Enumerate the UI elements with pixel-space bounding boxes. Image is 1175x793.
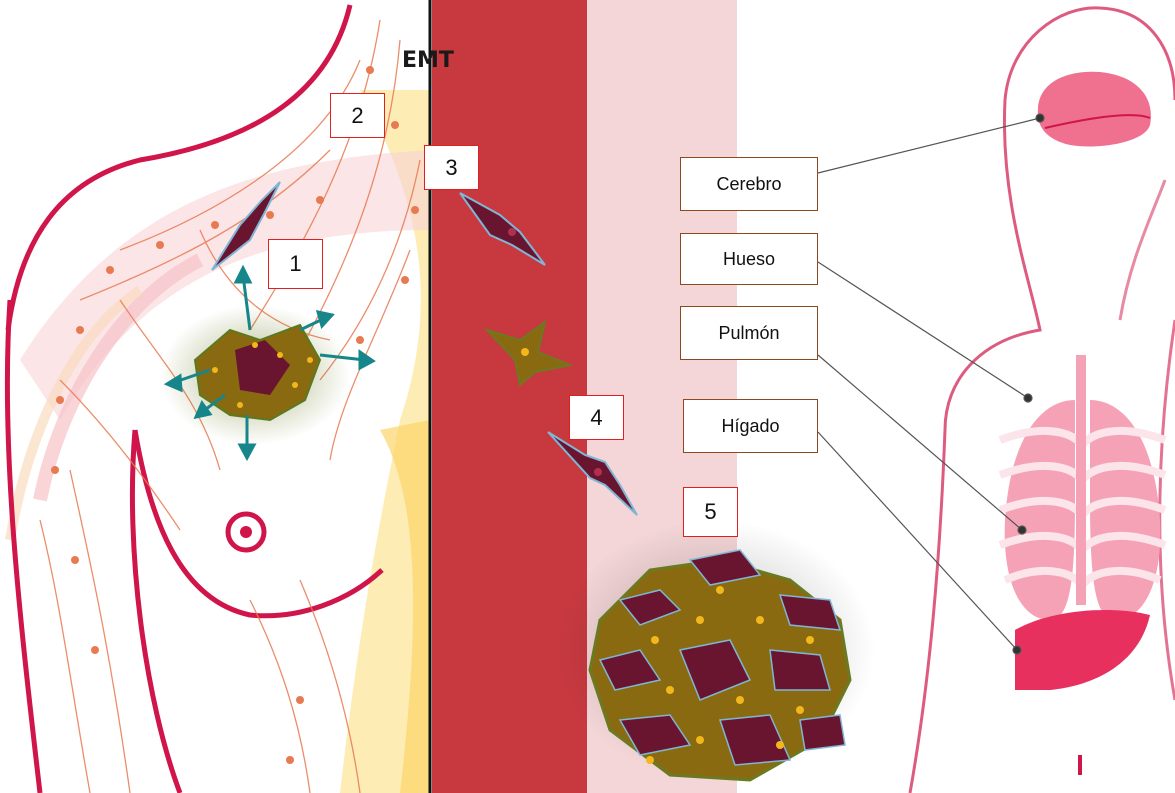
brain: [1038, 72, 1151, 147]
step-label-1: 1: [268, 239, 323, 289]
emt-label: EMT: [402, 48, 454, 73]
organ-label-bone: Hueso: [680, 233, 818, 285]
step-label-5: 5: [683, 487, 738, 537]
trachea-spine: [1076, 355, 1086, 605]
step-label-4: 4: [569, 395, 624, 440]
organ-label-brain: Cerebro: [680, 157, 818, 211]
liver: [1015, 610, 1150, 690]
step-label-3: 3: [424, 145, 479, 190]
step-label-2: 2: [330, 93, 385, 138]
organ-label-liver: Hígado: [683, 399, 818, 453]
organ-label-lung: Pulmón: [680, 306, 818, 360]
